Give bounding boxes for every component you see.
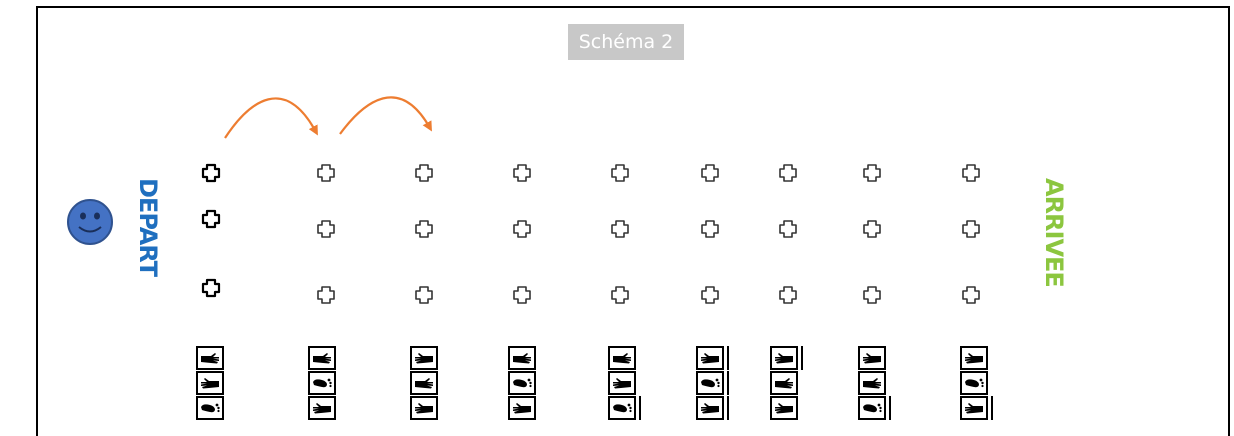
foot-icon (199, 400, 221, 416)
hand-left-tile (696, 396, 724, 420)
cross-outline-icon (513, 286, 531, 304)
hand-left-tile (508, 396, 536, 420)
cross-outline-icon (317, 164, 335, 182)
foot-tile (858, 396, 886, 420)
hand-right-icon (199, 350, 221, 366)
foot-tile (696, 371, 724, 395)
cross-outline-icon (962, 220, 980, 238)
cross-outline-icon (201, 278, 221, 298)
foot-icon (861, 400, 883, 416)
hand-right-tile (858, 371, 886, 395)
cross-outline-icon (863, 220, 881, 238)
cross-outline-icon (513, 164, 531, 182)
foot-icon (611, 400, 633, 416)
cross-outline-icon (779, 220, 797, 238)
hand-left-tile (410, 346, 438, 370)
hand-left-icon (413, 350, 435, 366)
cross-outline-icon (701, 164, 719, 182)
hand-left-icon (311, 400, 333, 416)
cross-outline-icon (779, 286, 797, 304)
cross-outline-icon (201, 209, 221, 229)
hand-left-icon (861, 350, 883, 366)
hand-left-icon (963, 400, 985, 416)
hand-left-icon (773, 350, 795, 366)
hand-left-icon (773, 400, 795, 416)
foot-tile (608, 396, 636, 420)
cross-outline-icon (611, 220, 629, 238)
diagram-title: Schéma 2 (568, 24, 684, 60)
end-label: ARRIVEE (1040, 178, 1068, 287)
hand-left-icon (199, 375, 221, 391)
foot-tile (960, 371, 988, 395)
hand-right-tile (508, 346, 536, 370)
hand-left-tile (960, 396, 988, 420)
hand-right-tile (410, 371, 438, 395)
cross-outline-icon (863, 286, 881, 304)
foot-icon (511, 375, 533, 391)
cross-outline-icon (415, 220, 433, 238)
cross-outline-icon (701, 286, 719, 304)
cross-outline-icon (611, 286, 629, 304)
hand-right-tile (608, 346, 636, 370)
cross-outline-icon (863, 164, 881, 182)
start-label: DEPART (134, 178, 162, 277)
curved-arrow-icon (339, 96, 432, 135)
hand-left-tile (696, 346, 724, 370)
hand-left-icon (699, 350, 721, 366)
hand-left-icon (963, 350, 985, 366)
foot-tile (508, 371, 536, 395)
hand-right-tile (770, 371, 798, 395)
hand-right-tile (308, 346, 336, 370)
cross-outline-icon (317, 220, 335, 238)
foot-icon (311, 375, 333, 391)
cross-outline-icon (415, 286, 433, 304)
foot-tile (308, 371, 336, 395)
cross-outline-icon (779, 164, 797, 182)
hand-left-tile (770, 396, 798, 420)
hand-right-icon (861, 375, 883, 391)
hand-left-tile (196, 371, 224, 395)
hand-left-icon (611, 375, 633, 391)
tile-divider (639, 396, 641, 420)
cross-outline-icon (701, 220, 719, 238)
hand-left-tile (308, 396, 336, 420)
hand-right-icon (511, 350, 533, 366)
cross-outline-icon (962, 286, 980, 304)
hand-right-icon (413, 375, 435, 391)
tile-divider (727, 396, 729, 420)
cross-outline-icon (201, 163, 221, 183)
diagram-frame (36, 6, 1230, 436)
cross-outline-icon (317, 286, 335, 304)
hand-left-icon (699, 400, 721, 416)
hand-left-icon (413, 400, 435, 416)
tile-divider (727, 346, 729, 370)
smiley-face-icon (67, 199, 113, 245)
foot-tile (196, 396, 224, 420)
cross-outline-icon (415, 164, 433, 182)
hand-left-tile (960, 346, 988, 370)
hand-right-tile (196, 346, 224, 370)
cross-outline-icon (611, 164, 629, 182)
tile-divider (727, 371, 729, 395)
cross-outline-icon (513, 220, 531, 238)
hand-left-tile (410, 396, 438, 420)
foot-icon (963, 375, 985, 391)
hand-left-icon (511, 400, 533, 416)
tile-divider (801, 346, 803, 370)
hand-right-icon (311, 350, 333, 366)
hand-left-tile (608, 371, 636, 395)
tile-divider (991, 396, 993, 420)
cross-outline-icon (962, 164, 980, 182)
foot-icon (699, 375, 721, 391)
hand-left-tile (858, 346, 886, 370)
curved-arrow-icon (224, 97, 318, 139)
hand-left-tile (770, 346, 798, 370)
hand-right-icon (611, 350, 633, 366)
tile-divider (889, 396, 891, 420)
hand-right-icon (773, 375, 795, 391)
